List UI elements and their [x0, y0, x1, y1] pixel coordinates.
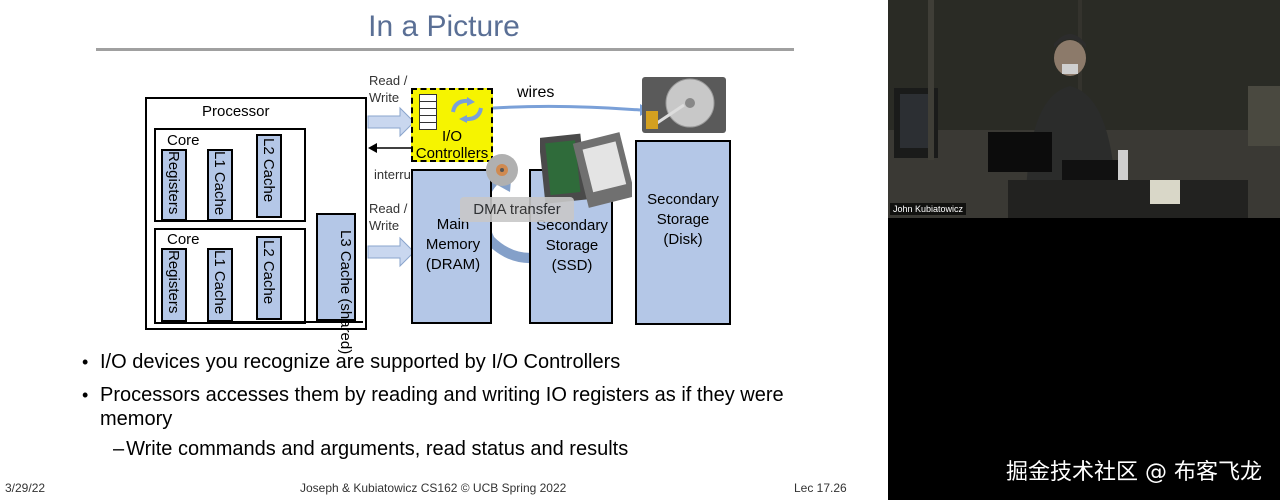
l3-cache-box — [316, 213, 356, 321]
io-register-stack-icon — [419, 94, 437, 130]
processor-label: Processor — [202, 103, 270, 120]
dma-transfer-label: DMA transfer — [460, 197, 574, 222]
speaker-name-tag: John Kubiatowicz — [890, 203, 967, 215]
core-label-1: Core — [167, 132, 200, 149]
speaker-video-frame — [888, 0, 1280, 218]
io-controllers-box: I/O Controllers — [411, 88, 493, 162]
registers-label-1: Registers — [165, 151, 182, 215]
sub-bullet-1: –Write commands and arguments, read stat… — [113, 438, 629, 460]
read-write-label-top-1: Read / — [369, 73, 408, 88]
title-divider — [96, 48, 794, 51]
l2-cache-label-2: L2 Cache — [260, 240, 277, 305]
bullet-1: I/O devices you recognize are supported … — [100, 351, 621, 373]
io-controllers-label: I/O Controllers — [415, 128, 489, 162]
ssd-image — [540, 132, 632, 208]
l2-cache-label-1: L2 Cache — [260, 138, 277, 203]
slide: In a Picture Processor Core Registers L1… — [0, 0, 888, 500]
l1-cache-label-2: L1 Cache — [211, 250, 228, 315]
l1-cache-label-1: L1 Cache — [211, 151, 228, 216]
hard-disk-image — [642, 77, 726, 133]
secondary-ssd-label: Secondary Storage (SSD) — [536, 217, 608, 274]
registers-box-2 — [161, 248, 187, 322]
footer-course: Joseph & Kubiatowicz CS162 © UCB Spring … — [300, 481, 567, 495]
bullet-2: Processors accesses them by reading and … — [100, 384, 784, 430]
core-box-2 — [154, 228, 306, 324]
speaker-video: John Kubiatowicz — [888, 0, 1280, 218]
slide-title: In a Picture — [368, 10, 520, 43]
read-write-label-bottom-1: Write — [369, 90, 400, 105]
registers-box-1 — [161, 149, 187, 221]
l1-cache-box-2 — [207, 248, 233, 322]
io-cycle-icon — [451, 97, 483, 123]
main-memory-box — [411, 169, 492, 324]
read-write-label-bottom-2: Write — [369, 218, 400, 233]
core-box-1 — [154, 128, 306, 222]
read-write-label-top-2: Read / — [369, 201, 408, 216]
sub-bullet-text: Write commands and arguments, read statu… — [126, 438, 629, 460]
processor-bus-line — [233, 321, 363, 323]
bullet-marker-2: • — [82, 385, 89, 405]
watermark: 掘金技术社区 @ 布客飞龙 — [1006, 460, 1262, 485]
main-memory-label: Main Memory (DRAM) — [425, 216, 481, 273]
bullet-marker-1: • — [82, 352, 89, 372]
l1-cache-box-1 — [207, 149, 233, 221]
l2-cache-box-1 — [256, 134, 282, 218]
disc-image — [486, 154, 518, 186]
footer-date: 3/29/22 — [5, 481, 46, 495]
footer-slide-number: Lec 17.26 — [794, 481, 847, 495]
secondary-disk-box — [635, 140, 731, 325]
l2-cache-box-2 — [256, 236, 282, 320]
secondary-disk-label: Secondary Storage (Disk) — [647, 191, 719, 248]
registers-label-2: Registers — [165, 250, 182, 314]
l3-cache-label: L3 Cache (shared) — [337, 230, 354, 355]
wires-label: wires — [517, 84, 555, 101]
core-label-2: Core — [167, 231, 200, 248]
